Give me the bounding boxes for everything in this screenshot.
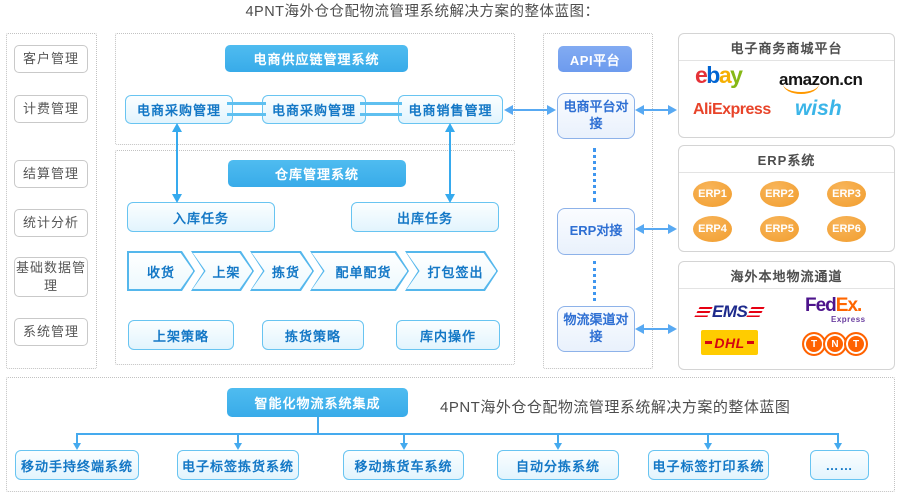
ebay-letter: b [706,62,720,88]
ebay-letter: e [695,62,708,88]
dotted-connector [593,148,596,202]
module-connector [227,102,266,116]
ebay-letter: y [730,62,743,88]
system-label-pick: 电子标签拣货系统 [177,450,299,480]
tnt-circle: T [802,332,826,356]
api-platform-header: API平台 [558,46,632,72]
dhl-logo: DHL [701,330,758,355]
ebay-letter: a [718,62,732,88]
ems-stripes-icon [746,307,766,317]
system-more: …… [810,450,869,480]
warehouse-header: 仓库管理系统 [228,160,406,187]
sidebar-item-system: 系统管理 [14,318,88,346]
tree-horizontal-line [76,433,839,435]
outbound-flow-arrow [445,123,455,203]
tree-drop-arrow [554,433,562,450]
module-sales: 电商销售管理 [398,95,503,124]
sidebar-item-statistics: 统计分析 [14,209,88,237]
wish-logo: wish [795,97,842,120]
logistics-panel-header: 海外本地物流通道 [679,262,894,289]
process-step-label: 配单配货 [312,253,408,290]
tnt-logo: T N T [802,332,868,356]
sidebar-item-settlement: 结算管理 [14,160,88,188]
fedex-logo: FedEx. [805,295,862,317]
fedex-express-text: Express [831,315,866,324]
page-title: 4PNT海外仓仓配物流管理系统解决方案的整体蓝图： [245,4,600,20]
dhl-bar-icon [746,341,754,344]
ems-stripes-icon [694,307,713,317]
integration-caption: 4PNT海外仓仓配物流管理系统解决方案的整体蓝图 [440,399,791,416]
api-node-ecommerce: 电商平台对接 [557,93,635,139]
process-step-label: 收货 [129,253,194,290]
erp-node-6: ERP6 [827,216,866,242]
sidebar-item-basic-data: 基础数据管理 [14,257,88,297]
erp-node-2: ERP2 [760,181,799,207]
api-to-logistics-arrow [635,324,677,334]
fedex-ex: Ex [835,295,858,316]
tree-drop-arrow [73,433,81,450]
api-node-erp: ERP对接 [557,208,635,255]
module-purchase-1: 电商采购管理 [125,95,233,124]
fedex-dot: . [857,295,862,316]
fedex-fed: Fed [805,295,837,316]
tnt-circle: T [844,332,868,356]
integration-header: 智能化物流系统集成 [227,388,408,417]
inbound-flow-arrow [172,123,182,203]
erp-node-3: ERP3 [827,181,866,207]
module-connector [360,102,402,116]
process-step-shelve: 上架 [191,251,254,291]
api-to-erp-arrow [635,224,677,234]
system-handheld: 移动手持终端系统 [15,450,139,480]
api-to-mall-arrow [635,105,677,115]
outbound-task-box: 出库任务 [351,202,499,232]
sidebar-container [6,33,97,369]
process-step-pack: 打包签出 [405,251,498,291]
tree-stub [317,417,319,434]
aliexpress-logo: AliExpress [693,101,771,118]
process-step-label: 拣货 [252,253,313,290]
strategy-picking: 拣货策略 [262,320,364,350]
dhl-bar-icon [705,341,713,344]
module-purchase-2: 电商采购管理 [262,95,366,124]
ems-logo: EMS [694,302,766,322]
process-step-allocate: 配单配货 [310,251,409,291]
mall-panel-header: 电子商务商城平台 [679,34,894,61]
tree-drop-arrow [704,433,712,450]
tree-drop-arrow [234,433,242,450]
sales-to-api-arrow [504,105,556,115]
system-label-print: 电子标签打印系统 [648,450,769,480]
process-step-label: 打包签出 [407,253,497,290]
strategy-shelving: 上架策略 [128,320,234,350]
strategy-inwarehouse: 库内操作 [396,320,500,350]
inbound-task-box: 入库任务 [127,202,275,232]
api-node-logistics: 物流渠道对接 [557,306,635,352]
sidebar-item-billing: 计费管理 [14,95,88,123]
erp-panel-header: ERP系统 [679,146,894,173]
erp-node-4: ERP4 [693,216,732,242]
system-pick-cart: 移动拣货车系统 [343,450,464,480]
tree-drop-arrow [400,433,408,450]
process-step-pick: 拣货 [250,251,314,291]
amazon-smile-icon [783,83,819,94]
erp-node-5: ERP5 [760,216,799,242]
ems-text: EMS [712,302,748,321]
dotted-connector [593,261,596,301]
dhl-text: DHL [714,334,745,351]
sidebar-item-customer: 客户管理 [14,45,88,73]
supply-chain-header: 电商供应链管理系统 [225,45,408,72]
erp-node-1: ERP1 [693,181,732,207]
process-step-receive: 收货 [127,251,195,291]
system-auto-sort: 自动分拣系统 [497,450,619,480]
tree-drop-arrow [834,433,842,450]
ebay-logo: ebay [695,62,743,89]
mall-panel: 电子商务商城平台 [678,33,895,138]
